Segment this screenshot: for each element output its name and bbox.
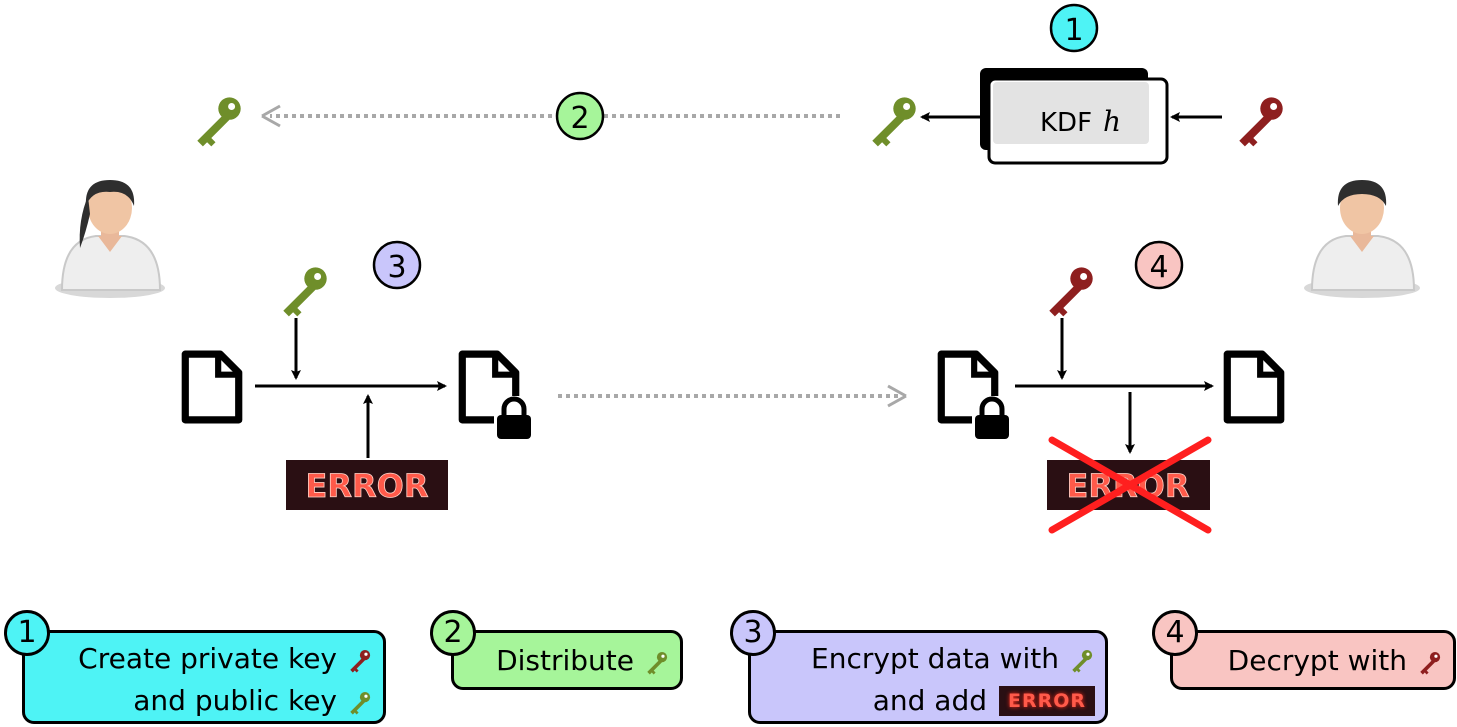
legend-step-3: Encrypt data with and add ERROR (748, 630, 1108, 724)
legend-step-4: Decrypt with (1170, 630, 1456, 690)
public-key-icon (872, 97, 915, 146)
step-4-number: 4 (1149, 250, 1168, 285)
cross-mark (1048, 436, 1212, 534)
public-key-icon (1063, 643, 1095, 675)
distribute-arrow (261, 104, 840, 128)
legend-create-line1: Create private key (78, 642, 337, 675)
private-key-icon (341, 643, 373, 675)
private-key-icon (1411, 645, 1443, 677)
legend-badge-2: 2 (430, 610, 476, 656)
locked-document-icon (462, 354, 534, 440)
legend-decrypt: Decrypt with (1227, 644, 1407, 677)
document-icon (185, 354, 238, 420)
encrypted-document-icon (941, 354, 1012, 440)
legend-badge-4: 4 (1152, 610, 1198, 656)
step-2-badge: 2 (555, 91, 605, 141)
kdf-variable: h (1103, 105, 1121, 138)
legend-badge-1: 1 (4, 610, 50, 656)
step-3-number: 3 (387, 250, 406, 285)
public-key-icon (638, 645, 670, 677)
legend-encrypt-line1: Encrypt data with (811, 642, 1059, 675)
decrypted-document-icon (1227, 354, 1280, 420)
legend-step-1: Create private key and public key (22, 630, 386, 724)
error-label: ERROR (306, 467, 429, 505)
encrypt-key-icon (283, 267, 326, 316)
legend-distribute: Distribute (496, 644, 634, 677)
step-2-number: 2 (570, 101, 589, 136)
step-4-badge: 4 (1134, 240, 1184, 290)
transfer-arrow (558, 384, 907, 408)
decrypt-key-icon (1049, 267, 1092, 316)
user-female-icon (55, 180, 165, 298)
user-male-icon (1304, 180, 1420, 298)
legend-create-line2: and public key (133, 684, 337, 717)
error-banner: ERROR (286, 460, 448, 510)
legend-badge-3: 3 (730, 610, 776, 656)
error-badge-icon: ERROR (999, 686, 1095, 716)
step-1-number: 1 (1064, 13, 1083, 48)
distributed-public-key-icon (197, 97, 240, 146)
kdf-box: KDF h (980, 68, 1169, 165)
step-1-badge: 1 (1049, 3, 1099, 53)
legend-encrypt-line2: and add (872, 684, 987, 717)
private-key-icon (1239, 97, 1282, 146)
kdf-label: KDF (1040, 108, 1092, 138)
public-key-icon (341, 685, 373, 717)
step-3-badge: 3 (372, 240, 422, 290)
legend-step-2: Distribute (451, 630, 683, 690)
